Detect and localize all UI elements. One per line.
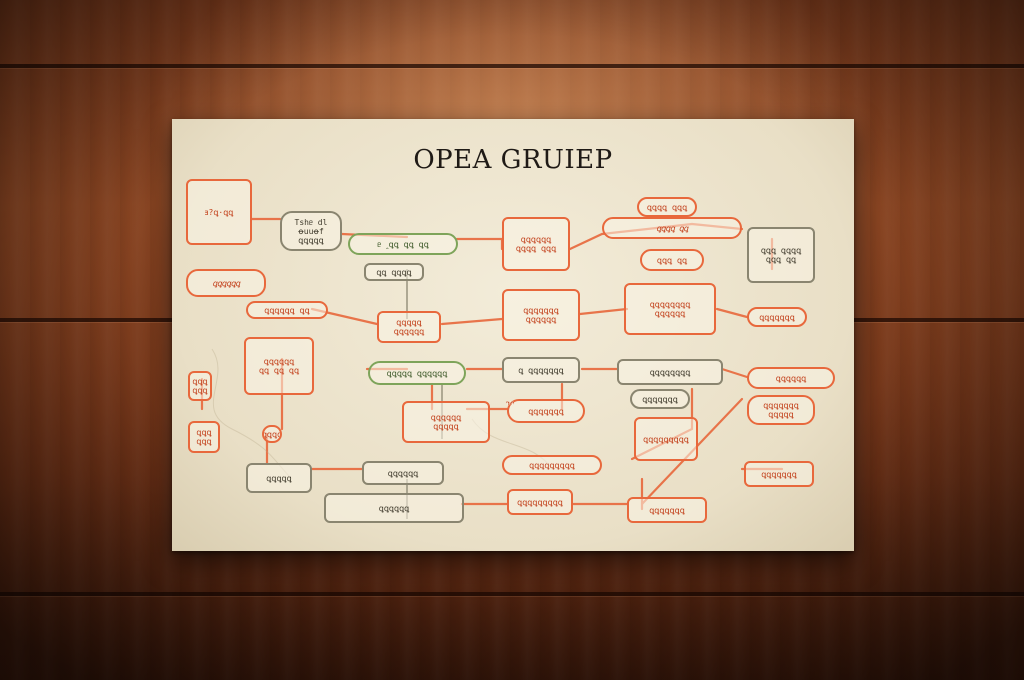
flow-node: ꝗꝗꝗꝗꝗꝗꝗ <box>507 399 585 423</box>
flow-node: ꝗꝗꝗ ꝗꝗ <box>640 249 704 271</box>
flow-node: ꝗꝗꝗꝗꝗꝗꝗ <box>747 307 807 327</box>
flow-node: ꝗꝗꝗꝗꝗꝗ <box>747 367 835 389</box>
flow-node: ꝗꝗꝗꝗꝗ ꝗꝗꝗꝗꝗꝗ <box>368 361 466 385</box>
flow-node: ꝗꝗꝗꝗꝗꝗꝗꝗꝗ <box>502 455 602 475</box>
flow-node: ᥱ ꞈꝗꝗ ꝗꝗ ꝗꝗ <box>348 233 458 255</box>
flow-node: ꝗꝗꝗꝗꝗꝗꝗꝗ <box>506 401 514 405</box>
flow-node: ꝗꝗꝗꝗꝗꝗ ꝗꝗ <box>246 301 328 319</box>
flow-node: ꝗꝗ ꝗꝗꝗꝗ <box>364 263 424 281</box>
flow-node: ꝗꝗꝗꝗ ꝗꝗ <box>602 217 742 239</box>
flow-node: ꝗꝗꝗꝗꝗꝗꝗ <box>630 389 690 409</box>
flow-node: ꝗꝗꝗꝗꝗꝗꝗꝗꝗ <box>634 417 698 461</box>
flow-node: ꝗꝗꝗꝗꝗ <box>246 463 312 493</box>
flow-node: ꝗꝗꝗꝗꝗꝗꝗꝗ <box>617 359 723 385</box>
flow-node: ꝗꝗꝗꝗꝗꝗ <box>324 493 464 523</box>
flow-node: ꝗꝗꝗꝗꝗꝗꝗ <box>744 461 814 487</box>
flow-node: ꝗꝗꝗꝗꝗꝗꝗ <box>627 497 707 523</box>
flow-node: ꝗꝗꝗꝗ ꝗꝗꝗ <box>637 197 697 217</box>
flow-node: ꝗꝗꝗꝗꝗꝗ <box>186 269 266 297</box>
poster-title: OPEA GRUIEP <box>413 145 613 175</box>
flow-node: ⱻ?ꝗ·ꝗꝗ <box>186 179 252 245</box>
flow-node: ꝗꝗꝗꝗꝗꝗ <box>262 425 282 443</box>
flow-node: ꝗꝗꝗꝗꝗꝗ <box>362 461 444 485</box>
flow-node: ꝗꝗꝗꝗꝗꝗꝗꝗꝗ <box>507 489 573 515</box>
flow-node: ꝗ ꝗꝗꝗꝗꝗꝗꝗ <box>502 357 580 383</box>
